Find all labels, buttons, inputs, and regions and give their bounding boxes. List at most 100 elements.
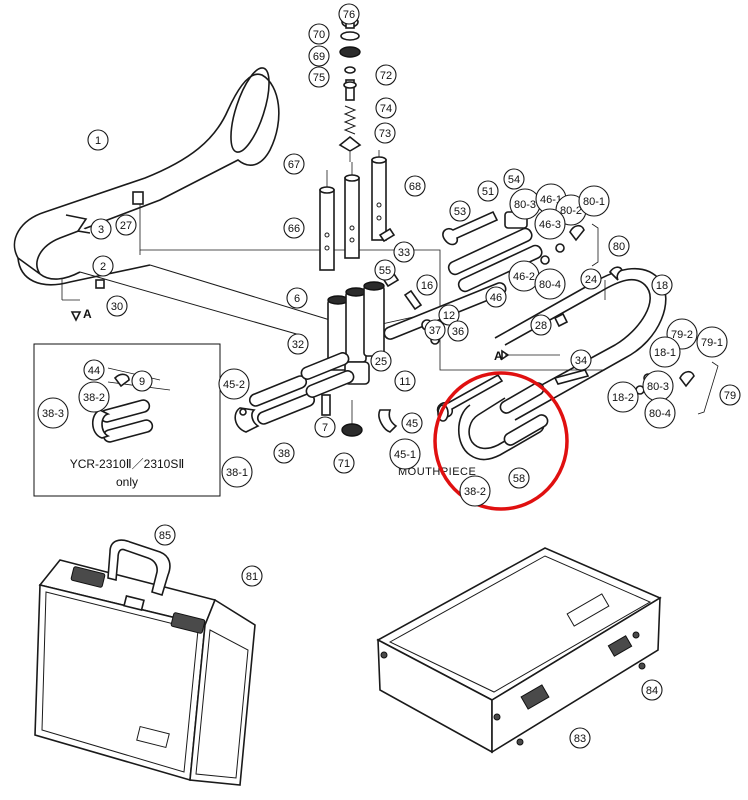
callout-circle bbox=[607, 381, 639, 413]
callout-circle bbox=[221, 456, 253, 488]
callout-46: 46 bbox=[485, 286, 507, 308]
valve-casings bbox=[327, 281, 385, 385]
callout-number: 80 bbox=[613, 241, 625, 253]
callout-number: 67 bbox=[288, 159, 300, 171]
a-arrows bbox=[70, 311, 510, 361]
callout-12: 12 bbox=[438, 304, 460, 326]
callout-number: 73 bbox=[379, 128, 391, 140]
callout-number: 7 bbox=[322, 422, 328, 434]
callout-number: 53 bbox=[454, 206, 466, 218]
callout-circle bbox=[580, 268, 602, 290]
callout-number: 80-3 bbox=[514, 199, 536, 211]
callout-circle bbox=[314, 416, 336, 438]
callout-18-1: 18-1 bbox=[649, 336, 681, 368]
callout-number: 51 bbox=[482, 186, 494, 198]
callout-circle bbox=[375, 64, 397, 86]
third-slide bbox=[234, 352, 355, 433]
callout-45: 45 bbox=[401, 412, 423, 434]
inset-model-text: YCR-2310Ⅱ／2310SⅡ bbox=[70, 457, 185, 471]
callout-circle bbox=[87, 129, 109, 151]
callout-circle bbox=[389, 438, 421, 470]
callout-68: 68 bbox=[404, 175, 426, 197]
callout-circle bbox=[608, 235, 630, 257]
callout-number: 11 bbox=[399, 376, 410, 388]
callout-72: 72 bbox=[375, 64, 397, 86]
callout-number: 2 bbox=[100, 261, 106, 273]
callout-80-4b: 80-4 bbox=[644, 397, 676, 429]
callout-circle bbox=[416, 274, 438, 296]
callout-circle bbox=[308, 66, 330, 88]
callout-number: 80-4 bbox=[649, 408, 671, 420]
callout-number: 46-2 bbox=[513, 271, 535, 283]
callout-85: 85 bbox=[154, 524, 176, 546]
callout-number: 9 bbox=[139, 376, 145, 388]
callout-number: 38-3 bbox=[42, 408, 64, 420]
callout-number: 71 bbox=[338, 458, 350, 470]
callout-54: 54 bbox=[503, 168, 525, 190]
callout-number: 38 bbox=[278, 448, 290, 460]
callout-circle bbox=[404, 175, 426, 197]
callout-45-2: 45-2 bbox=[218, 368, 250, 400]
callout-number: 46-3 bbox=[539, 219, 561, 231]
callout-number: 80-3 bbox=[647, 381, 669, 393]
callout-circle bbox=[287, 333, 309, 355]
callout-number: 32 bbox=[292, 339, 304, 351]
callout-number: 18-1 bbox=[654, 347, 676, 359]
callout-number: 18-2 bbox=[612, 392, 634, 404]
callout-number: 80-4 bbox=[539, 279, 561, 291]
callout-3: 3 bbox=[90, 218, 112, 240]
callout-circle bbox=[641, 679, 663, 701]
callout-18: 18 bbox=[651, 274, 673, 296]
callout-number: 85 bbox=[159, 530, 171, 542]
callout-number: 46-1 bbox=[540, 194, 562, 206]
callout-circle bbox=[374, 259, 396, 281]
callout-circle bbox=[308, 45, 330, 67]
callout-number: 80-2 bbox=[560, 205, 582, 217]
callout-number: 45-2 bbox=[223, 379, 245, 391]
callout-66: 66 bbox=[283, 217, 305, 239]
callout-circle bbox=[241, 565, 263, 587]
callout-80-4: 80-4 bbox=[534, 268, 566, 300]
callout-circle bbox=[534, 208, 566, 240]
callout-circle bbox=[154, 524, 176, 546]
callout-73: 73 bbox=[374, 122, 396, 144]
callout-number: 25 bbox=[375, 356, 387, 368]
callout-number: 72 bbox=[380, 70, 392, 82]
callout-38-3: 38-3 bbox=[37, 397, 69, 429]
callout-circle bbox=[374, 122, 396, 144]
callout-80: 80 bbox=[608, 235, 630, 257]
callout-number: 30 bbox=[111, 301, 123, 313]
pistons bbox=[319, 150, 387, 271]
bell-part bbox=[13, 67, 331, 336]
callout-circle bbox=[569, 727, 591, 749]
callout-83: 83 bbox=[569, 727, 591, 749]
callout-number: 81 bbox=[246, 571, 258, 583]
callout-circle bbox=[283, 217, 305, 239]
callout-number: 18 bbox=[656, 280, 668, 292]
mouthpiece-label: MOUTHPIECE bbox=[398, 466, 476, 478]
callout-71: 71 bbox=[333, 452, 355, 474]
callout-36: 36 bbox=[447, 320, 469, 342]
callout-number: 68 bbox=[409, 181, 421, 193]
callout-number: 33 bbox=[398, 247, 410, 259]
callout-37: 37 bbox=[424, 319, 446, 341]
callout-number: 80-1 bbox=[583, 196, 605, 208]
callout-circle bbox=[534, 268, 566, 300]
case-right bbox=[376, 547, 662, 754]
callout-38-1: 38-1 bbox=[221, 456, 253, 488]
callout-circle bbox=[644, 397, 676, 429]
callout-circle bbox=[92, 255, 114, 277]
callout-number: 79-2 bbox=[671, 329, 693, 341]
callout-number: 55 bbox=[379, 265, 391, 277]
callout-number: 45 bbox=[406, 418, 418, 430]
callout-7: 7 bbox=[314, 416, 336, 438]
group-brackets bbox=[591, 223, 719, 415]
callout-circle bbox=[273, 442, 295, 464]
callout-circle bbox=[570, 349, 592, 371]
callout-number: 58 bbox=[513, 473, 525, 485]
callout-number: 66 bbox=[288, 223, 300, 235]
callout-number: 38-2 bbox=[83, 392, 105, 404]
callout-34: 34 bbox=[570, 349, 592, 371]
callout-circle bbox=[131, 370, 153, 392]
